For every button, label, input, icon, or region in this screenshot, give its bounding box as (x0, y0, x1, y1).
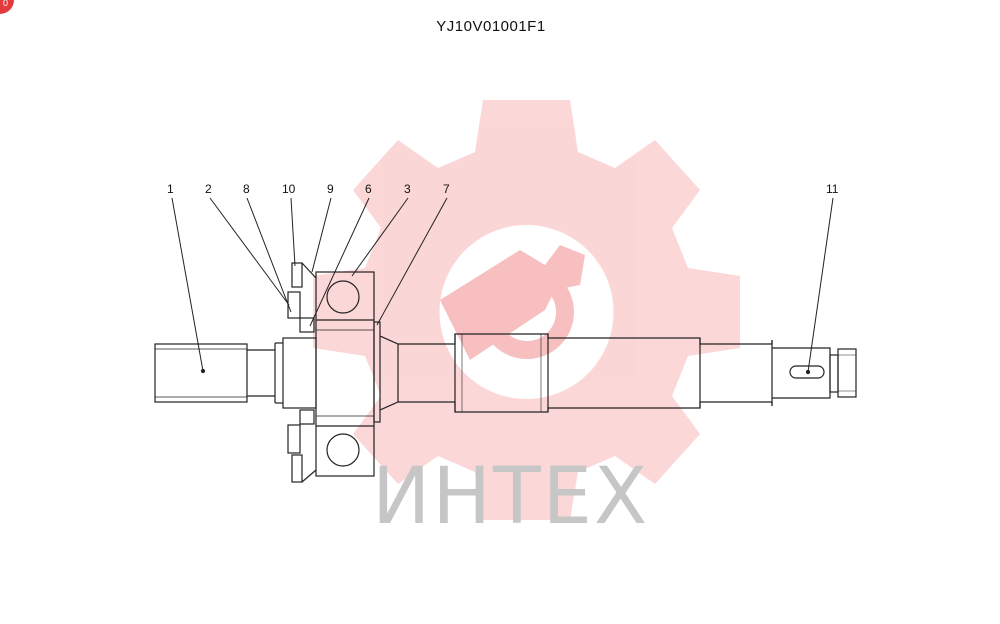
callout-3: 3 (404, 182, 411, 196)
callout-9: 9 (327, 182, 334, 196)
leader-3 (351, 197, 409, 277)
watermark-text: ИНТЕХ (372, 452, 650, 542)
leader-9 (311, 197, 332, 273)
shaft-drawing (154, 262, 857, 483)
callout-6: 6 (365, 182, 372, 196)
leader-2 (209, 197, 290, 306)
lower-ball (326, 433, 360, 467)
callout-10: 10 (282, 182, 296, 196)
callout-7: 7 (443, 182, 450, 196)
leader-lines (171, 197, 834, 373)
leader-10 (290, 197, 296, 267)
callout-11: 11 (826, 182, 839, 196)
gear-wrench-logo (313, 100, 740, 520)
leader-8 (246, 197, 292, 313)
callout-2: 2 (205, 182, 212, 196)
leader-1 (171, 197, 204, 372)
corner-badge-text: 0 (2, 0, 8, 8)
splined-end (154, 343, 248, 403)
keyway (789, 365, 825, 379)
drawing-title: YJ10V01001F1 (436, 18, 546, 35)
leader-11 (807, 197, 834, 373)
leader-6 (309, 197, 370, 327)
hub-sleeve (282, 337, 317, 409)
leader-7 (376, 197, 448, 326)
callout-1: 1 (167, 182, 174, 196)
callout-8: 8 (243, 182, 250, 196)
callout-labels: 1 2 8 10 9 6 3 7 11 (167, 182, 839, 196)
upper-ball (326, 280, 360, 314)
